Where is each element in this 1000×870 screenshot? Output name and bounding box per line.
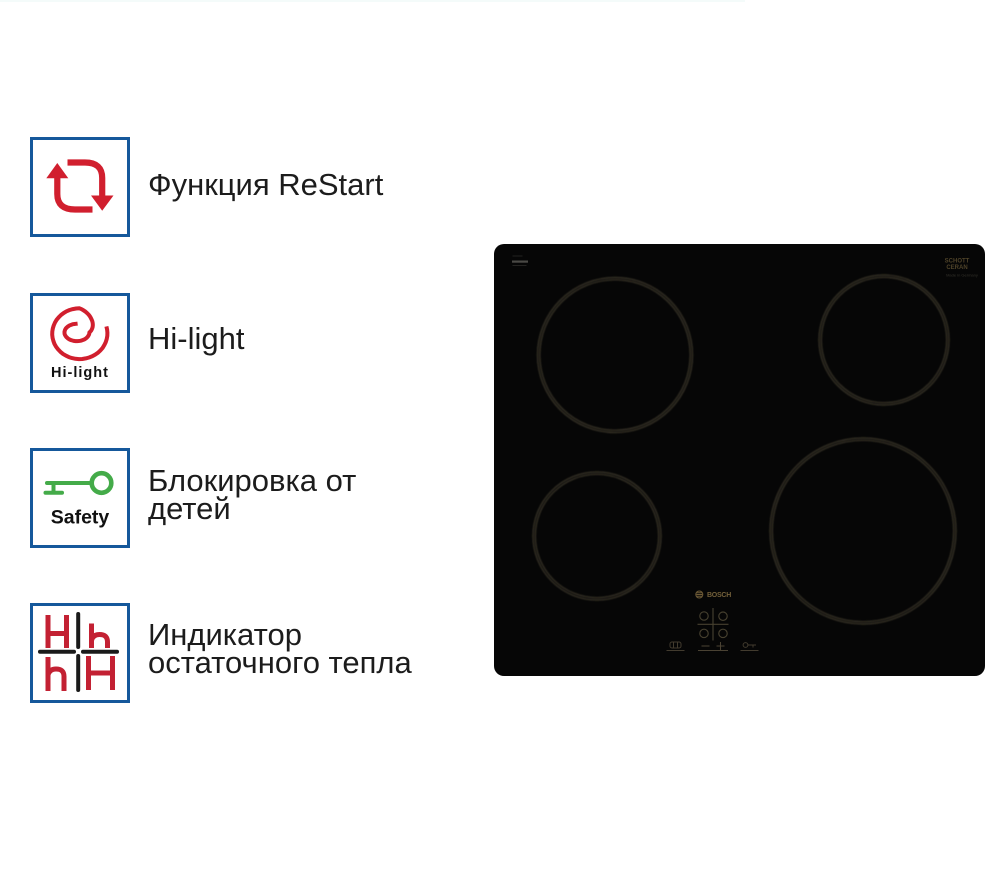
svg-text:Safety: Safety	[51, 507, 110, 529]
svg-text:SCHOTT: SCHOTT	[945, 258, 970, 264]
svg-text:BOSCH: BOSCH	[707, 592, 731, 599]
svg-text:Hi-light: Hi-light	[51, 365, 109, 381]
svg-text:Made in Germany: Made in Germany	[946, 273, 978, 278]
svg-text:CERAN: CERAN	[946, 265, 967, 271]
